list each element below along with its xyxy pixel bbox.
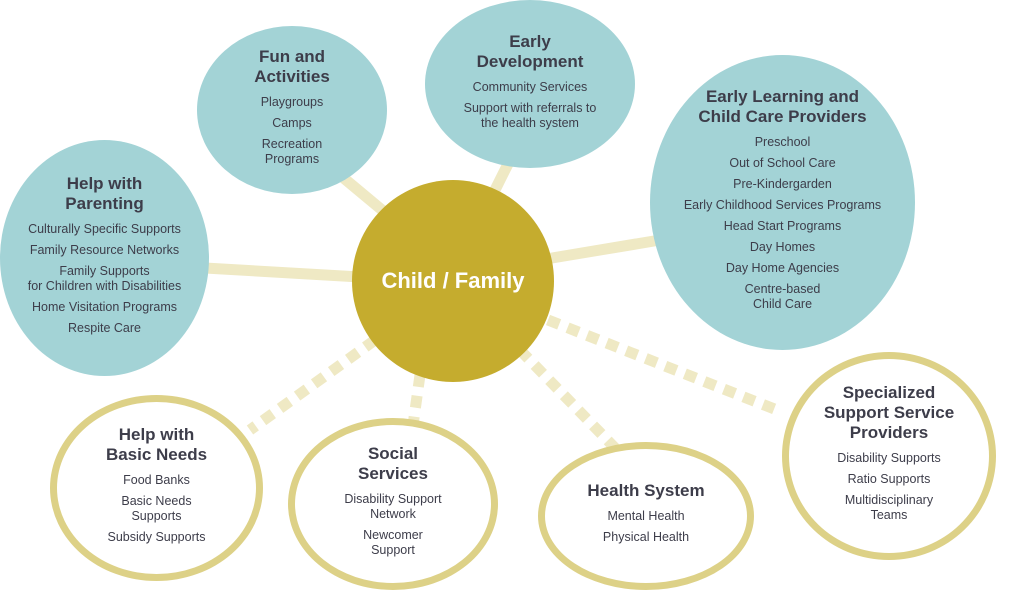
link-social-services (407, 374, 426, 426)
list-item: Pre-Kindergarden (733, 177, 832, 191)
node-items: Culturally Specific Supports Family Reso… (28, 222, 182, 342)
list-item: Disability Supports (837, 451, 941, 465)
node-title: Specialized Support Service Providers (823, 383, 955, 442)
node-items: Preschool Out of School Care Pre-Kinderg… (684, 135, 881, 318)
node-early-learning-child-care: Early Learning and Child Care Providers … (650, 55, 915, 350)
list-item: Camps (272, 116, 312, 130)
node-child-family: Child / Family (352, 180, 554, 382)
node-social-services: Social Services Disability Support Netwo… (288, 418, 498, 590)
list-item: Respite Care (68, 321, 141, 335)
list-item: Centre-based Child Care (744, 282, 821, 311)
node-items: Disability Supports Ratio Supports Multi… (837, 451, 941, 529)
list-item: Newcomer Support (363, 528, 423, 557)
list-item: Support with referrals to the health sys… (463, 100, 597, 130)
list-item: Recreation Programs (261, 137, 323, 166)
node-items: Community Services Support with referral… (464, 80, 597, 137)
node-title: Social Services (358, 444, 428, 483)
node-title: Early Learning and Child Care Providers (698, 87, 867, 126)
node-items: Mental Health Physical Health (603, 509, 689, 551)
node-title: Help with Parenting (65, 174, 144, 213)
node-items: Food Banks Basic Needs Supports Subsidy … (108, 473, 206, 551)
list-item: Playgroups (260, 95, 324, 109)
node-title: Early Development (476, 31, 584, 71)
list-item: Basic Needs Supports (121, 494, 192, 523)
list-item: Physical Health (602, 530, 690, 544)
node-title: Fun and Activities (254, 47, 330, 86)
list-item: Community Services (472, 79, 588, 94)
link-early-learning (539, 234, 661, 266)
list-item: Early Childhood Services Programs (683, 198, 882, 212)
list-item: Out of School Care (729, 156, 836, 170)
list-item: Disability Support Network (344, 492, 442, 521)
node-items: Playgroups Camps Recreation Programs (261, 95, 324, 173)
list-item: Preschool (754, 135, 811, 149)
list-item: Day Homes (749, 240, 816, 254)
node-items: Disability Support Network Newcomer Supp… (344, 492, 441, 564)
link-health-system (516, 346, 619, 452)
list-item: Subsidy Supports (107, 530, 206, 544)
node-health-system: Health System Mental Health Physical Hea… (538, 442, 754, 590)
center-label: Child / Family (381, 268, 525, 293)
list-item: Food Banks (123, 473, 190, 487)
list-item: Head Start Programs (723, 219, 842, 233)
node-specialized-support-providers: Specialized Support Service Providers Di… (782, 352, 996, 560)
link-basic-needs (246, 335, 379, 435)
node-help-with-parenting: Help with Parenting Culturally Specific … (0, 140, 209, 376)
node-title: Help with Basic Needs (105, 425, 208, 464)
list-item: Ratio Supports (847, 472, 931, 486)
list-item: Family Resource Networks (29, 243, 180, 257)
list-item: Mental Health (607, 509, 685, 523)
node-fun-and-activities: Fun and Activities Playgroups Camps Recr… (197, 26, 387, 194)
list-item: Multidisciplinary Teams (844, 493, 934, 522)
list-item: Culturally Specific Supports (28, 222, 181, 236)
node-title: Health System (587, 481, 705, 500)
link-help-parenting (204, 262, 361, 283)
list-item: Home Visitation Programs (32, 300, 177, 314)
list-item: Family Supports for Children with Disabi… (27, 264, 182, 293)
node-help-with-basic-needs: Help with Basic Needs Food Banks Basic N… (50, 395, 263, 581)
node-early-development: Early Development Community Services Sup… (425, 0, 635, 168)
list-item: Day Home Agencies (725, 261, 840, 275)
